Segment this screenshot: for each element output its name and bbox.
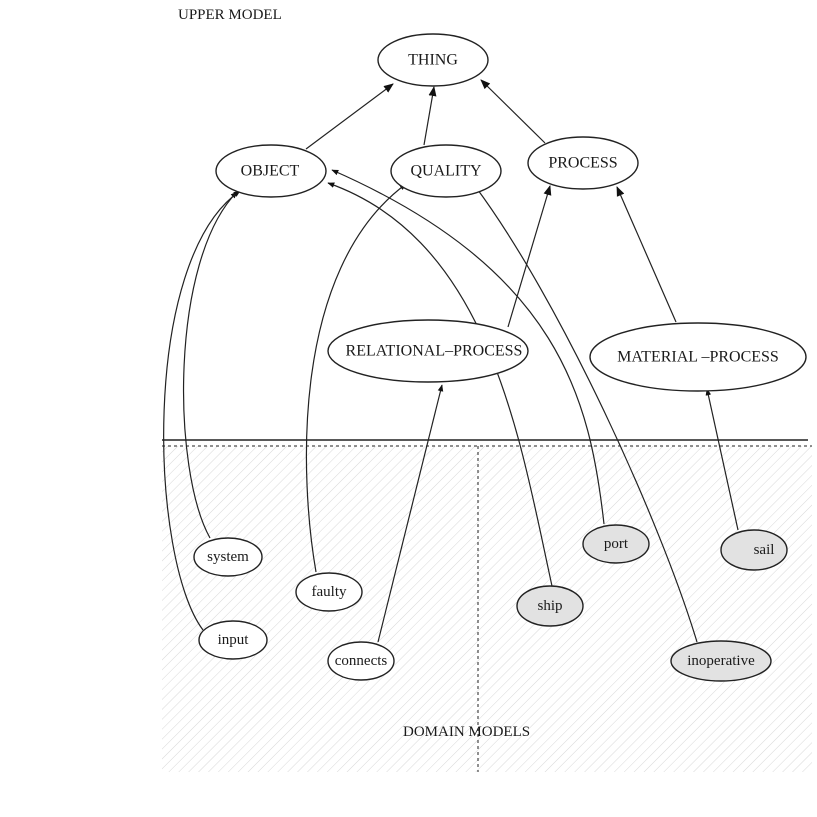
- edge-connects-relational: [377, 384, 444, 643]
- edge-sail-material: [705, 388, 739, 531]
- edge-quality-thing: [423, 86, 437, 146]
- concept-thing-label: THING: [408, 52, 458, 69]
- edge-system-object: [182, 191, 238, 539]
- edge-input-object: [163, 190, 241, 631]
- edge-process-thing: [480, 79, 546, 144]
- domain-node-inoperative: [670, 640, 772, 682]
- domain-models-label: DOMAIN MODELS: [403, 724, 530, 740]
- concept-object: [215, 144, 327, 198]
- edge-material-process: [616, 186, 677, 323]
- concept-relational-process-label: RELATIONAL–PROCESS: [346, 343, 523, 360]
- domain-node-port-label: port: [604, 536, 629, 552]
- domain-node-ship: [516, 585, 584, 627]
- domain-models-region: [162, 446, 812, 772]
- domain-node-system-label: system: [207, 549, 249, 565]
- domain-node-inoperative-label: inoperative: [687, 653, 755, 669]
- domain-node-faulty: [295, 572, 363, 612]
- concept-material-process: [589, 322, 807, 392]
- domain-node-connects: [327, 641, 395, 681]
- concept-process-label: PROCESS: [548, 155, 617, 172]
- domain-node-input-label: input: [218, 632, 250, 648]
- concept-quality-label: QUALITY: [410, 163, 482, 180]
- domain-node-faulty-label: faulty: [312, 584, 347, 600]
- edge-port-object: [331, 169, 605, 525]
- edge-faulty-quality: [305, 183, 407, 573]
- edge-relational-process: [507, 185, 552, 328]
- domain-node-sail-label: sail: [754, 542, 775, 558]
- domain-node-port: [582, 524, 650, 564]
- concept-relational-process: [327, 319, 529, 383]
- concept-quality: [390, 144, 502, 198]
- domain-node-sail: [720, 529, 788, 571]
- concept-object-label: OBJECT: [241, 163, 300, 180]
- edge-object-thing: [305, 83, 394, 150]
- concept-process: [527, 136, 639, 190]
- concept-thing: [377, 33, 489, 87]
- domain-node-input: [198, 620, 268, 660]
- upper-model-label: UPPER MODEL: [178, 7, 282, 23]
- domain-node-ship-label: ship: [537, 598, 562, 614]
- edge-inoperative-quality: [474, 185, 698, 643]
- domain-node-connects-label: connects: [335, 653, 388, 669]
- concept-material-process-label: MATERIAL –PROCESS: [617, 349, 779, 366]
- domain-node-system: [193, 537, 263, 577]
